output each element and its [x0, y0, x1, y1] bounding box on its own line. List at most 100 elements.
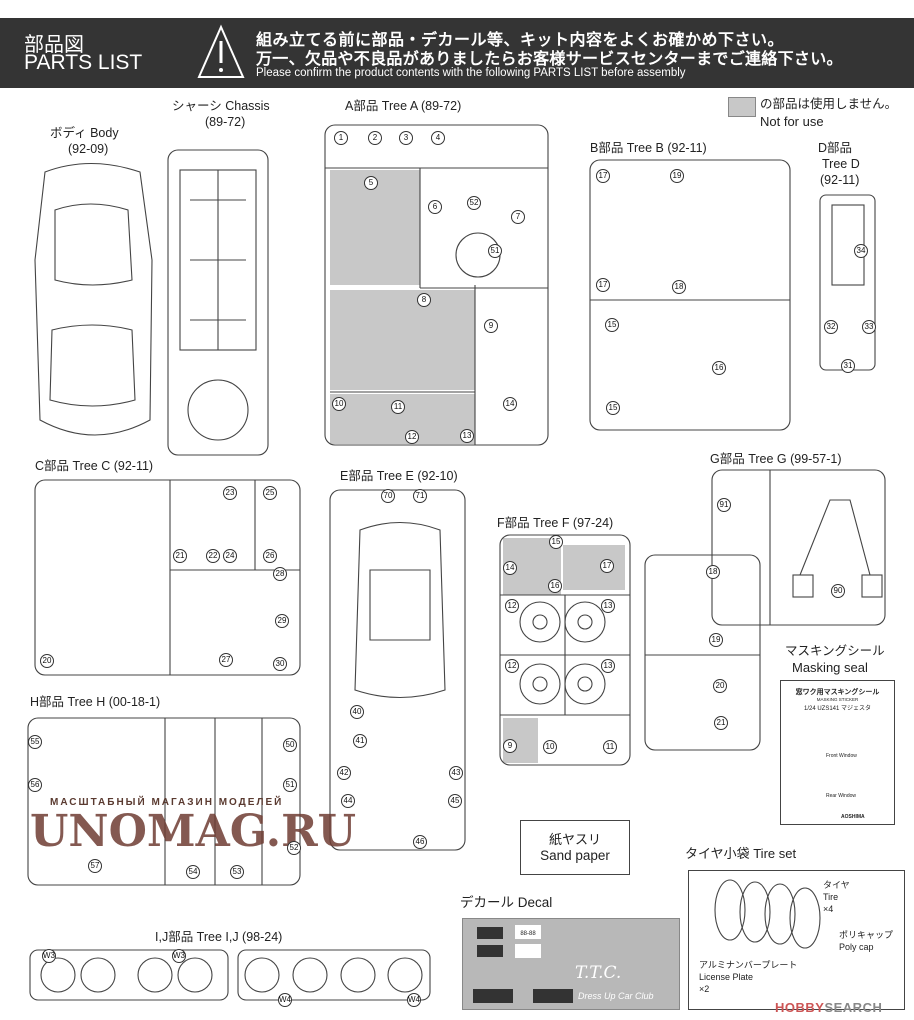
masking-sheet-title: 窓ワク用マスキングシール — [795, 689, 880, 696]
part-number-d: 33 — [862, 320, 876, 334]
part-number-a: 7 — [511, 210, 525, 224]
legend-en: Not for use — [760, 114, 824, 129]
chassis-code: (89-72) — [205, 115, 246, 129]
tree-d-label-3: (92-11) — [820, 173, 860, 187]
part-number-e: 70 — [381, 489, 395, 503]
part-number-c: 22 — [206, 549, 220, 563]
part-number-ij: W3 — [172, 949, 186, 963]
tire-en: Tire — [823, 892, 839, 902]
tree-g-label: G部品 Tree G (99-57-1) — [710, 452, 842, 466]
tree-c-label: C部品 Tree C (92-11) — [35, 459, 154, 473]
part-number-ij: W4 — [407, 993, 421, 1007]
part-number-f: 18 — [706, 565, 720, 579]
part-number-f: 12 — [505, 659, 519, 673]
masking-sheet: 窓ワク用マスキングシール MASKING STICKER 1/24 UZS141… — [780, 680, 895, 825]
part-number-a: 51 — [488, 244, 502, 258]
part-number-h: 57 — [88, 859, 102, 873]
part-number-a: 2 — [368, 131, 382, 145]
part-number-a: 12 — [405, 430, 419, 444]
part-number-h: 51 — [283, 778, 297, 792]
part-number-c: 23 — [223, 486, 237, 500]
notice-jp-1: 組み立てる前に部品・デカール等、キット内容をよくお確かめ下さい。 — [256, 32, 785, 49]
watermark-store-sub: МАСШТАБНЫЙ МАГАЗИН МОДЕЛЕЙ — [50, 797, 284, 808]
part-number-c: 27 — [219, 653, 233, 667]
part-number-h: 53 — [230, 865, 244, 879]
part-number-a: 3 — [399, 131, 413, 145]
part-number-e: 45 — [448, 794, 462, 808]
part-number-c: 30 — [273, 657, 287, 671]
part-number-a: 9 — [484, 319, 498, 333]
plate-en: License Plate — [699, 972, 754, 982]
part-number-a: 11 — [391, 400, 405, 414]
part-number-f: 14 — [503, 561, 517, 575]
tree-a-label: A部品 Tree A (89-72) — [345, 99, 462, 113]
header-banner: 部品図 PARTS LIST 組み立てる前に部品・デカール等、キット内容をよくお… — [0, 18, 914, 88]
tree-d-label-2: Tree D — [822, 157, 860, 171]
sandpaper-jp: 紙ヤスリ — [548, 832, 601, 847]
tree-ij-label: I,J部品 Tree I,J (98-24) — [155, 930, 283, 944]
notice-en: Please confirm the product contents with… — [256, 67, 686, 79]
part-number-c: 29 — [275, 614, 289, 628]
polycap-jp: ポリキャップ — [839, 930, 894, 940]
part-number-a: 8 — [417, 293, 431, 307]
decal-club: T.T.C. — [575, 963, 622, 983]
tireset-label: タイヤ小袋 Tire set — [685, 846, 797, 861]
masking-brand: AOSHIMA — [841, 814, 865, 820]
part-number-e: 46 — [413, 835, 427, 849]
part-number-b: 16 — [712, 361, 726, 375]
plate-jp: アルミナンバープレート — [699, 960, 798, 970]
part-number-f: 15 — [549, 535, 563, 549]
not-for-use-swatch — [728, 97, 756, 117]
part-number-e: 71 — [413, 489, 427, 503]
part-number-c: 25 — [263, 486, 277, 500]
body-drawing — [34, 162, 153, 436]
part-number-g: 91 — [717, 498, 731, 512]
decal-label: デカール Decal — [460, 895, 553, 910]
part-number-b: 15 — [605, 318, 619, 332]
tree-frames — [27, 124, 886, 1001]
part-number-ij: W4 — [278, 993, 292, 1007]
watermark-store: UNOMAG.RU — [30, 806, 357, 857]
part-number-e: 43 — [449, 766, 463, 780]
masking-rear: Rear Window — [826, 793, 857, 799]
masking-front: Front Window — [826, 753, 857, 759]
exhaust-drawing — [792, 499, 883, 598]
part-number-a: 10 — [332, 397, 346, 411]
part-number-h: 54 — [186, 865, 200, 879]
part-number-h: 56 — [28, 778, 42, 792]
body-code: (92-09) — [68, 142, 109, 156]
masking-label-en: Masking seal — [792, 660, 868, 675]
tree-e-label: E部品 Tree E (92-10) — [340, 469, 458, 483]
part-number-d: 32 — [824, 320, 838, 334]
tree-d-label-1: D部品 — [818, 141, 853, 155]
part-number-e: 40 — [350, 705, 364, 719]
search-text: SEARCH — [824, 1000, 883, 1015]
decal-plate: 88-88 — [515, 925, 541, 939]
sandpaper-en: Sand paper — [540, 848, 610, 863]
part-number-a: 4 — [431, 131, 445, 145]
part-number-e: 41 — [353, 734, 367, 748]
part-number-b: 17 — [596, 278, 610, 292]
part-number-b: 15 — [606, 401, 620, 415]
legend-jp: の部品は使用しません。 — [760, 97, 898, 111]
decal-club-sub: Dress Up Car Club — [578, 991, 654, 1001]
tire-jp: タイヤ — [823, 880, 850, 890]
hobby-text: HOBBY — [775, 1000, 825, 1015]
part-number-b: 19 — [670, 169, 684, 183]
title-en: PARTS LIST — [24, 51, 143, 74]
part-number-c: 26 — [263, 549, 277, 563]
part-number-f: 16 — [548, 579, 562, 593]
body-label: ボディ Body — [50, 126, 119, 140]
part-number-a: 14 — [503, 397, 517, 411]
part-number-f: 10 — [543, 740, 557, 754]
masking-sheet-sub: MASKING STICKER — [816, 697, 859, 702]
tireset-box: タイヤ Tire ×4 ポリキャップ Poly cap アルミナンバープレート … — [688, 870, 905, 1010]
warning-triangle-icon — [197, 24, 245, 78]
title-jp: 部品図 — [24, 34, 84, 56]
part-number-c: 20 — [40, 654, 54, 668]
part-number-c: 28 — [273, 567, 287, 581]
tree-h-label: H部品 Tree H (00-18-1) — [30, 695, 161, 709]
part-number-f: 20 — [713, 679, 727, 693]
part-number-g: 90 — [831, 584, 845, 598]
